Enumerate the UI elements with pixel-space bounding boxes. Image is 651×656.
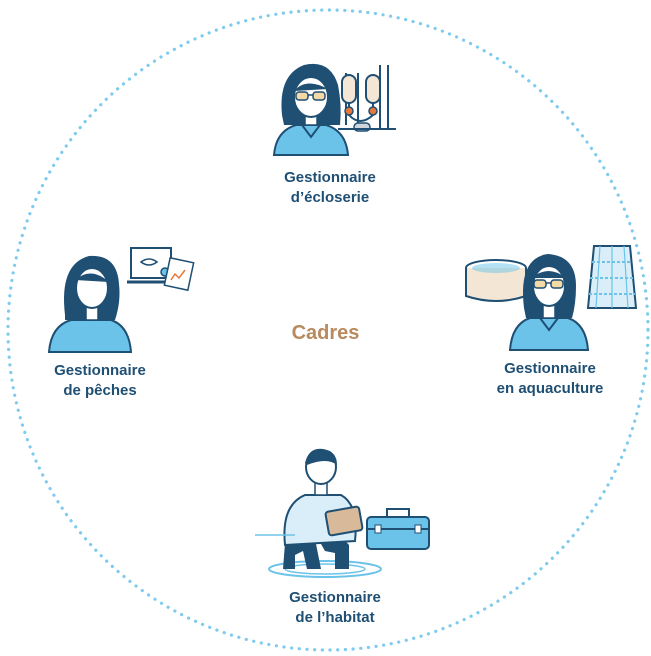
hatchery-worker-icon xyxy=(272,63,396,156)
fisheries-manager-icon xyxy=(47,247,195,353)
role-habitat-line1: Gestionnaire xyxy=(289,589,381,606)
role-aquaculture-line1: Gestionnaire xyxy=(504,360,596,377)
role-label-aquaculture: Gestionnaire en aquaculture xyxy=(455,359,645,399)
role-hatchery-line2: d’écloserie xyxy=(290,189,370,206)
role-hatchery-line1: Gestionnaire xyxy=(284,169,376,186)
role-hatchery-manager: Gestionnaire d’écloserie xyxy=(225,55,435,208)
habitat-worker-icon xyxy=(255,448,430,578)
role-fisheries-manager: Gestionnaire de pêches xyxy=(20,240,210,401)
role-habitat-manager: Gestionnaire de l’habitat xyxy=(255,445,445,628)
role-aquaculture-line2: en aquaculture xyxy=(496,380,604,397)
role-label-fisheries: Gestionnaire de pêches xyxy=(0,361,210,401)
aquaculture-worker-icon xyxy=(465,245,638,351)
center-title: Cadres xyxy=(291,322,360,344)
role-fisheries-line2: de pêches xyxy=(63,382,137,399)
role-habitat-line2: de l’habitat xyxy=(295,609,375,626)
role-label-habitat: Gestionnaire de l’habitat xyxy=(225,588,445,628)
role-aquaculture-manager: Gestionnaire en aquaculture xyxy=(455,238,645,399)
role-label-hatchery: Gestionnaire d’écloserie xyxy=(225,168,435,208)
role-fisheries-line1: Gestionnaire xyxy=(54,362,146,379)
